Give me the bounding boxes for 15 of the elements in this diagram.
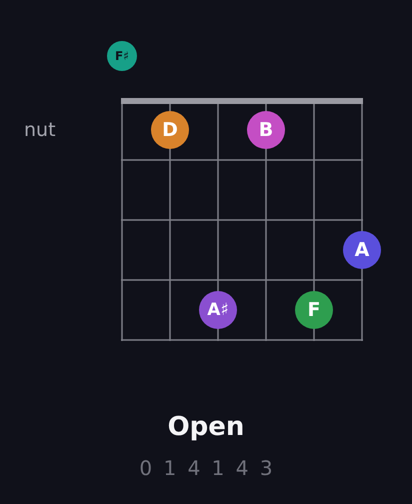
note-name: F♯	[114, 50, 129, 62]
nut-label: nut	[24, 119, 56, 141]
note-name: A♯	[207, 302, 229, 318]
note-name: A	[354, 240, 370, 260]
note-dot	[151, 111, 189, 149]
note-name: D	[162, 120, 178, 140]
chord-title: Open	[168, 412, 244, 442]
open-string-marker	[107, 41, 137, 71]
note-name: F	[308, 300, 320, 320]
note-dot	[247, 111, 285, 149]
note-dot	[199, 291, 237, 329]
note-dot	[295, 291, 333, 329]
note-name: B	[258, 120, 274, 140]
fingering-numbers: 0 1 4 1 4 3	[139, 456, 276, 480]
note-dot	[343, 231, 381, 269]
